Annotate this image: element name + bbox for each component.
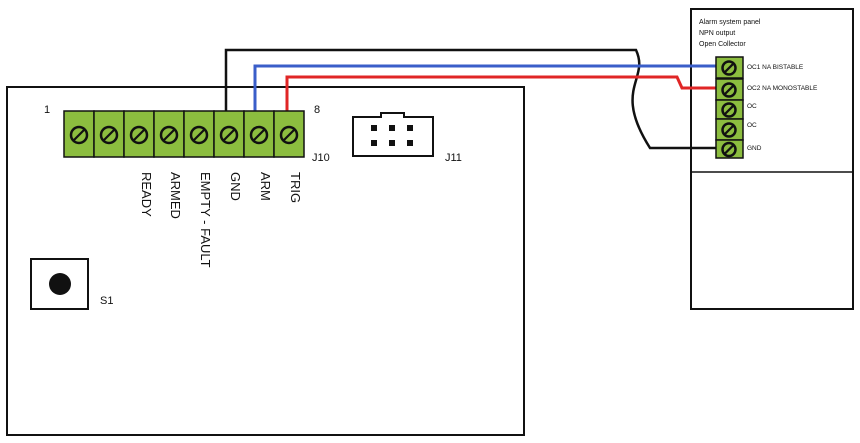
j11-pin (371, 140, 377, 146)
alarm-panel (690, 8, 854, 310)
panel-title-line-2: NPN output (699, 30, 735, 37)
j11-pin (407, 140, 413, 146)
panel-terminal-block (715, 56, 744, 159)
board-terminal-screw-slot (162, 128, 176, 142)
j11-pin (407, 125, 413, 131)
push-button-s1 (30, 258, 89, 310)
connector-j11-label: J11 (445, 152, 462, 164)
wire-red-trig (285, 75, 722, 126)
connector-j10-label: J10 (312, 152, 330, 164)
terminal-label-trig: TRIG (288, 172, 303, 203)
terminal-label-arm: ARM (258, 172, 273, 201)
panel-label-oc-b: OC (747, 122, 757, 129)
panel-title-line-3: Open Collector (699, 41, 746, 48)
board-terminal-screw-slot (222, 128, 236, 142)
wire-blue-arm (253, 64, 722, 126)
push-button-cap (49, 273, 71, 295)
panel-label-oc-a: OC (747, 103, 757, 110)
panel-label-oc2: OC2 NA MONOSTABLE (747, 85, 818, 92)
panel-terminal-screw-slot (723, 84, 735, 96)
terminal-label-gnd: GND (228, 172, 243, 201)
panel-terminal-screw-slot (723, 104, 735, 116)
board-terminal-screw-slot (252, 128, 266, 142)
connector-j11 (352, 112, 434, 157)
board-terminal-screw-slot (192, 128, 206, 142)
board-terminal-screw-slot (282, 128, 296, 142)
board-terminal-screw-slot (102, 128, 116, 142)
panel-title-line-1: Alarm system panel (699, 19, 761, 26)
terminal-label-empty-fault: EMPTY - FAULT (198, 172, 213, 268)
panel-terminal-screw-slot (723, 144, 735, 155)
panel-label-gnd: GND (747, 145, 762, 152)
pin-first-label: 1 (44, 104, 50, 116)
panel-terminal-screw-slot (723, 124, 735, 136)
terminal-label-armed: ARMED (168, 172, 183, 219)
board-terminal-block (63, 110, 305, 158)
wire-black-gnd (224, 48, 722, 150)
j11-pin (371, 125, 377, 131)
pin-last-label: 8 (314, 104, 320, 116)
board-terminal-screw-slot (72, 128, 86, 142)
button-s1-label: S1 (100, 295, 113, 307)
panel-label-oc1: OC1 NA BISTABLE (747, 64, 804, 71)
board-terminal-screw-slot (132, 128, 146, 142)
terminal-label-ready: READY (139, 172, 154, 217)
j11-pin (389, 140, 395, 146)
j11-pin (389, 125, 395, 131)
panel-terminal-screw-slot (723, 62, 735, 74)
